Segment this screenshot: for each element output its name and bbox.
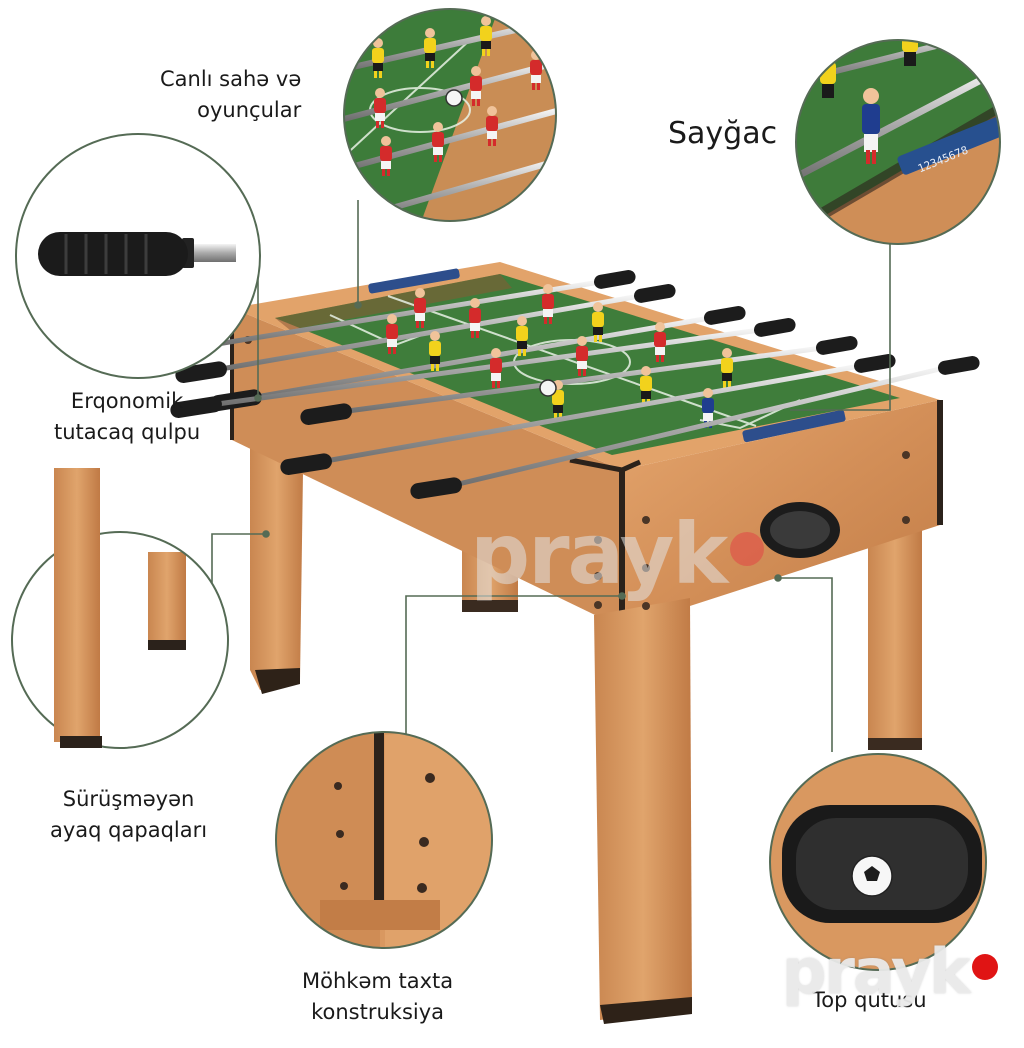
label-field-line-1: Canlı sahə və [160, 67, 302, 91]
label-construction: Möhkəm taxta konstruksiya [302, 966, 453, 1028]
label-handle-line-1: Erqonomik [70, 389, 184, 413]
label-ball-box: Top qutusu [812, 988, 927, 1012]
label-field-line-2: oyunçular [197, 98, 302, 122]
player-figure [414, 288, 426, 328]
player-figure [469, 298, 481, 338]
watermark-center: prayk [470, 505, 765, 603]
label-handle: Erqonomik tutacaq qulpu [54, 386, 200, 448]
player-rod [280, 353, 896, 476]
player-figure [542, 284, 554, 324]
watermark-corner: prayk [782, 935, 998, 1008]
caps-detail-circle [11, 468, 229, 749]
player-figure [480, 16, 492, 56]
watermark-center-text: prayk [470, 505, 728, 603]
player-figure [470, 66, 482, 106]
handle-grip [38, 232, 188, 276]
zoom-rod [344, 106, 556, 176]
label-construction-line-1: Möhkəm taxta [302, 969, 454, 993]
foosball-table [165, 262, 980, 1024]
counter-detail-circle: 12345678 [795, 39, 1001, 245]
field-detail-circle [343, 8, 557, 222]
label-caps: Sürüşməyən ayaq qapaqları [50, 784, 207, 846]
player-figure [654, 322, 666, 362]
player-figure [386, 314, 398, 354]
player-figure [592, 302, 604, 342]
handle-detail-circle [15, 133, 261, 379]
watermark-dot-icon [971, 953, 998, 980]
ball [539, 379, 557, 397]
player-figure [429, 331, 441, 371]
score-counter-back [368, 268, 460, 294]
player-figure [490, 348, 502, 388]
player-figure [372, 38, 384, 78]
label-construction-line-2: konstruksiya [311, 1000, 445, 1024]
front-right-leg [594, 598, 692, 1020]
watermark-dot-icon [730, 532, 765, 567]
watermark-corner-text: prayk [782, 935, 971, 1008]
player-figure [374, 88, 386, 128]
playing-field [275, 274, 900, 455]
back-right-leg [868, 520, 922, 750]
player-rod [410, 355, 980, 500]
player-figure [721, 348, 733, 388]
label-caps-line-2: ayaq qapaqları [50, 818, 208, 842]
player-rod [170, 317, 796, 419]
label-field-players: Canlı sahə və oyunçular [160, 64, 301, 126]
player-figure [424, 28, 436, 68]
player-figure [432, 122, 444, 162]
player-figure [576, 336, 588, 376]
label-caps-line-1: Sürüşməyən [62, 787, 195, 811]
player-figure [486, 106, 498, 146]
construction-detail-circle [275, 731, 493, 949]
leg-with-cap [54, 468, 100, 742]
player-figure [380, 136, 392, 176]
label-counter: Sayğac [668, 116, 778, 151]
label-handle-line-2: tutacaq qulpu [54, 420, 201, 444]
player-rod [300, 335, 858, 426]
player-figure [516, 316, 528, 356]
score-counter-front [742, 409, 846, 443]
ball-box-detail-circle [769, 753, 987, 971]
